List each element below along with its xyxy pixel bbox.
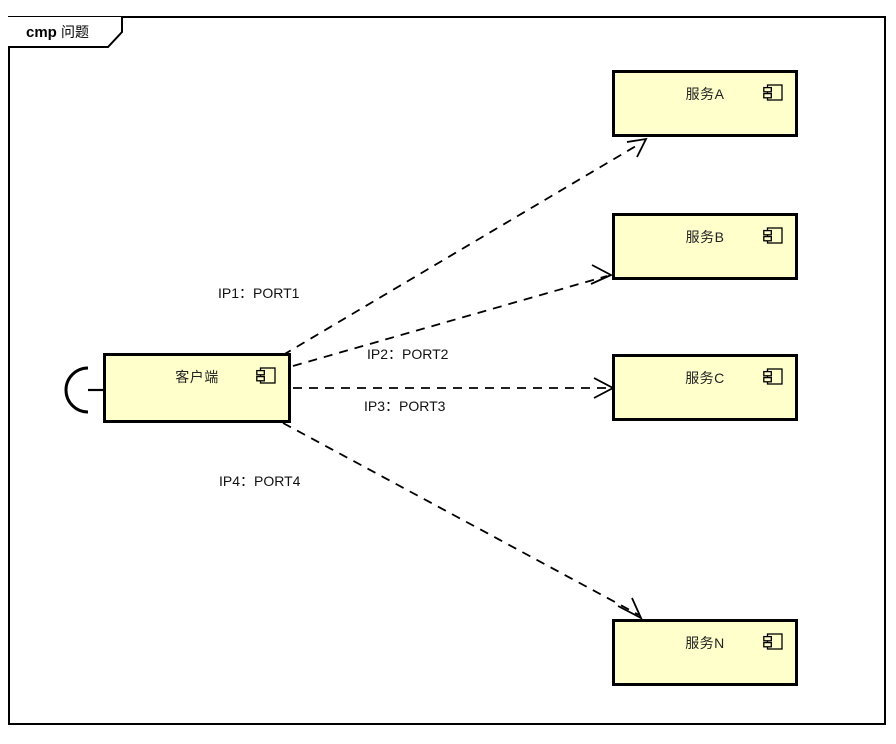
- component-service-b-label: 服务B: [685, 229, 725, 245]
- component-icon: [763, 84, 783, 101]
- frame-title-label: cmp 问题: [26, 23, 89, 42]
- component-icon: [256, 367, 276, 384]
- connector-label-ip3: IP3：PORT3: [364, 398, 446, 414]
- frame-title-tab: [8, 16, 123, 48]
- component-service-c-label: 服务C: [685, 370, 725, 386]
- component-client-label: 客户端: [175, 369, 219, 385]
- diagram-frame: [8, 16, 886, 725]
- component-icon: [763, 633, 783, 650]
- component-service-a[interactable]: 服务A: [612, 70, 798, 137]
- component-icon: [763, 368, 783, 385]
- component-service-a-label: 服务A: [685, 86, 725, 102]
- component-service-n[interactable]: 服务N: [612, 619, 798, 686]
- connector-label-ip1: IP1：PORT1: [218, 285, 300, 301]
- frame-name: 问题: [61, 24, 90, 40]
- component-icon: [763, 227, 783, 244]
- component-service-b[interactable]: 服务B: [612, 213, 798, 280]
- component-service-c[interactable]: 服务C: [612, 354, 798, 421]
- component-client[interactable]: 客户端: [103, 353, 291, 423]
- component-service-n-label: 服务N: [685, 635, 725, 651]
- frame-keyword: cmp: [26, 24, 57, 41]
- connector-label-ip4: IP4：PORT4: [219, 473, 301, 489]
- connector-label-ip2: IP2：PORT2: [367, 346, 449, 362]
